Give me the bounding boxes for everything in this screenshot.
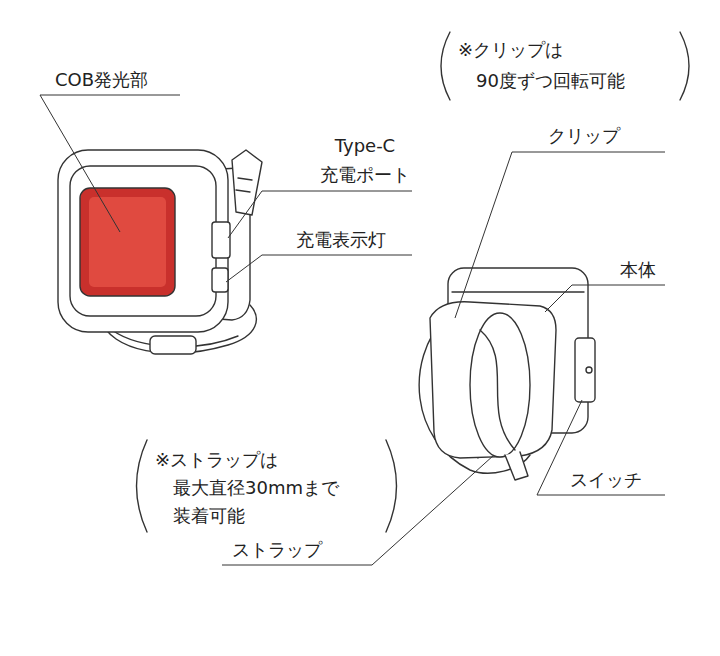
usb-plug <box>232 150 262 215</box>
cob-frame <box>80 188 175 296</box>
body-face <box>70 166 216 316</box>
part-label: 本体 <box>620 258 656 281</box>
part-label: ストラップ <box>232 538 322 561</box>
body-shell <box>58 150 228 332</box>
leader-line <box>222 455 494 565</box>
strap-twist <box>480 330 515 450</box>
part-label: スイッチ <box>570 468 642 491</box>
leader-line <box>226 255 412 282</box>
strap-loop <box>470 313 530 457</box>
note-label: ※ストラップは 最大直径30mmまで 装着可能 <box>155 446 373 530</box>
leader-line <box>545 285 665 312</box>
charge-indicator <box>212 268 228 292</box>
switch-button <box>575 338 595 402</box>
leader-line <box>537 400 665 495</box>
leader-lines <box>40 95 665 565</box>
usb-plug-detail <box>236 178 252 192</box>
leader-line <box>455 152 665 318</box>
type-c-port <box>212 222 230 258</box>
part-label: 充電表示灯 <box>296 228 386 251</box>
bracket-left <box>441 32 450 100</box>
clip-back <box>430 302 556 458</box>
strap-foot <box>150 336 196 354</box>
bracket-left <box>137 440 148 532</box>
strap-tail <box>505 452 528 480</box>
leader-line <box>40 95 180 232</box>
note-label: ※クリップは 90度ずつ回転可能 <box>458 34 681 96</box>
switch-dot <box>586 367 592 373</box>
part-label: COB発光部 <box>55 68 148 91</box>
bracket-right <box>386 440 397 532</box>
cob-emitter <box>89 197 166 287</box>
bracket-right <box>680 32 689 100</box>
part-label: Type-C 充電ポート <box>300 131 430 189</box>
part-label: クリップ <box>548 124 620 147</box>
